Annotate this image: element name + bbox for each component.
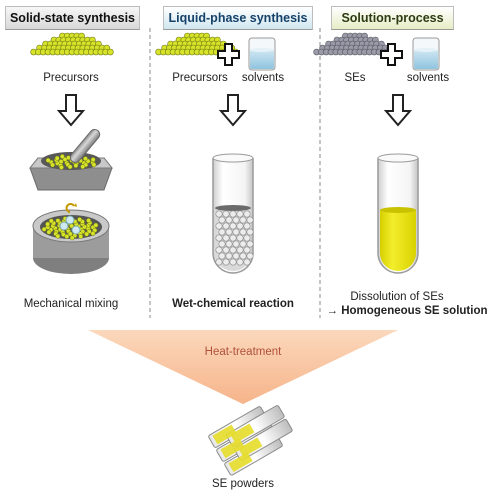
solvent-beaker-icon (412, 37, 440, 71)
label-dissolution-of-ses: Dissolution of SEs (350, 291, 444, 303)
se-powder-bundle-icon (208, 405, 293, 476)
label-ses: SEs (344, 72, 366, 84)
label-homogeneous-se-solution: → Homogeneous SE solution (326, 305, 488, 317)
mortar-and-pestle-icon (28, 129, 114, 191)
down-arrow-icon (56, 94, 86, 127)
heat-treatment-triangle (88, 330, 398, 404)
label-precursors: Precursors (43, 72, 99, 84)
down-arrow-icon (383, 94, 413, 127)
label-solvents: solvents (406, 72, 450, 84)
header-liquid-phase-synthesis: Liquid-phase synthesis (163, 6, 313, 30)
label-se-powders: SE powders (211, 478, 274, 490)
down-arrow-icon (218, 94, 248, 127)
plus-icon (217, 43, 240, 66)
label-precursors: Precursors (172, 72, 228, 84)
test-tube-solution-icon (377, 153, 419, 274)
solvent-beaker-icon (248, 37, 276, 71)
header-solution-process: Solution-process (331, 6, 454, 30)
precursor-pile-icon (30, 32, 114, 56)
ball-mill-jar-icon (32, 203, 110, 274)
header-solid-state-synthesis: Solid-state synthesis (5, 6, 140, 30)
label-wet-chemical-reaction: Wet-chemical reaction (172, 298, 294, 310)
label-heat-treatment: Heat-treatment (204, 346, 282, 358)
plus-icon (380, 43, 403, 66)
label-mechanical-mixing: Mechanical mixing (23, 298, 119, 310)
test-tube-powder-icon (212, 153, 254, 274)
label-solvents: solvents (241, 72, 285, 84)
